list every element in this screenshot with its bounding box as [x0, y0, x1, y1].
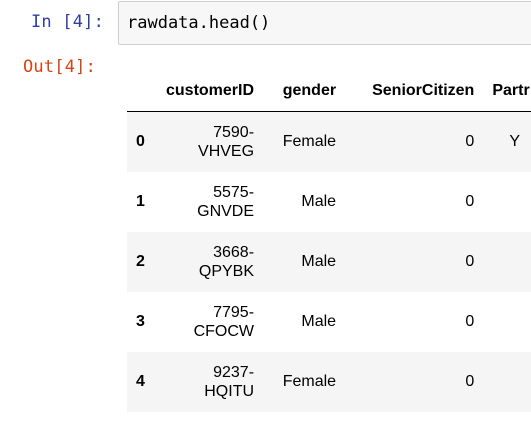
- customerid-part-1: 3668-: [213, 244, 255, 261]
- table-row: 1 5575- GNVDE Male 0: [127, 172, 531, 232]
- code-cell-input[interactable]: rawdata.head(): [118, 1, 531, 45]
- column-header-customerid: customerID: [157, 71, 264, 112]
- cell-gender: Female: [282, 373, 337, 390]
- customerid-part-2: QPYBK: [198, 263, 255, 280]
- row-index: 4: [136, 373, 145, 390]
- row-index: 3: [136, 313, 145, 330]
- dataframe-table: customerID gender SeniorCitizen Partr 0 …: [127, 71, 531, 412]
- cell-customerid: 7795- CFOCW: [157, 292, 263, 352]
- output-prompt: Out[4]:: [23, 57, 97, 77]
- column-header-gender: gender: [263, 71, 346, 112]
- cell-customerid: 3668- QPYBK: [157, 232, 263, 292]
- table-row: 3 7795- CFOCW Male 0: [127, 292, 531, 352]
- row-index: 2: [136, 253, 145, 270]
- cell-seniorcitizen: 0: [465, 373, 475, 390]
- table-row: 2 3668- QPYBK Male 0: [127, 232, 531, 292]
- cell-customerid: 9237- HQITU: [157, 352, 263, 412]
- cell-seniorcitizen: 0: [465, 133, 475, 150]
- cell-gender: Male: [301, 313, 337, 330]
- cell-seniorcitizen: 0: [465, 253, 475, 270]
- row-index: 0: [136, 133, 145, 150]
- customerid-part-2: CFOCW: [193, 323, 255, 340]
- cell-partner: [483, 292, 531, 352]
- row-index: 1: [136, 193, 145, 210]
- table-row: 0 7590- VHVEG Female 0 Y: [127, 111, 531, 173]
- table-header-row: customerID gender SeniorCitizen Partr: [127, 71, 531, 112]
- cell-partner: [483, 232, 531, 292]
- cell-partner: [483, 172, 531, 232]
- cell-customerid: 7590- VHVEG: [157, 112, 263, 173]
- input-prompt: In [4]:: [31, 12, 105, 32]
- column-header-partner: Partr: [483, 71, 531, 112]
- index-header: [127, 71, 157, 112]
- code-text: rawdata.head(): [127, 13, 271, 33]
- customerid-part-2: VHVEG: [198, 143, 255, 160]
- customerid-part-1: 7795-: [213, 304, 255, 321]
- column-header-seniorcitizen: SeniorCitizen: [345, 71, 484, 112]
- cell-customerid: 5575- GNVDE: [157, 172, 263, 232]
- cell-gender: Female: [282, 133, 337, 150]
- cell-seniorcitizen: 0: [465, 193, 475, 210]
- cell-partner: Y: [509, 133, 520, 150]
- customerid-part-1: 9237-: [213, 364, 255, 381]
- customerid-part-2: GNVDE: [197, 203, 255, 220]
- customerid-part-1: 5575-: [213, 184, 255, 201]
- cell-gender: Male: [301, 193, 337, 210]
- cell-seniorcitizen: 0: [465, 313, 475, 330]
- table-row: 4 9237- HQITU Female 0: [127, 352, 531, 412]
- customerid-part-2: HQITU: [204, 383, 255, 400]
- customerid-part-1: 7590-: [213, 124, 255, 141]
- cell-gender: Male: [301, 253, 337, 270]
- cell-partner: [483, 352, 531, 412]
